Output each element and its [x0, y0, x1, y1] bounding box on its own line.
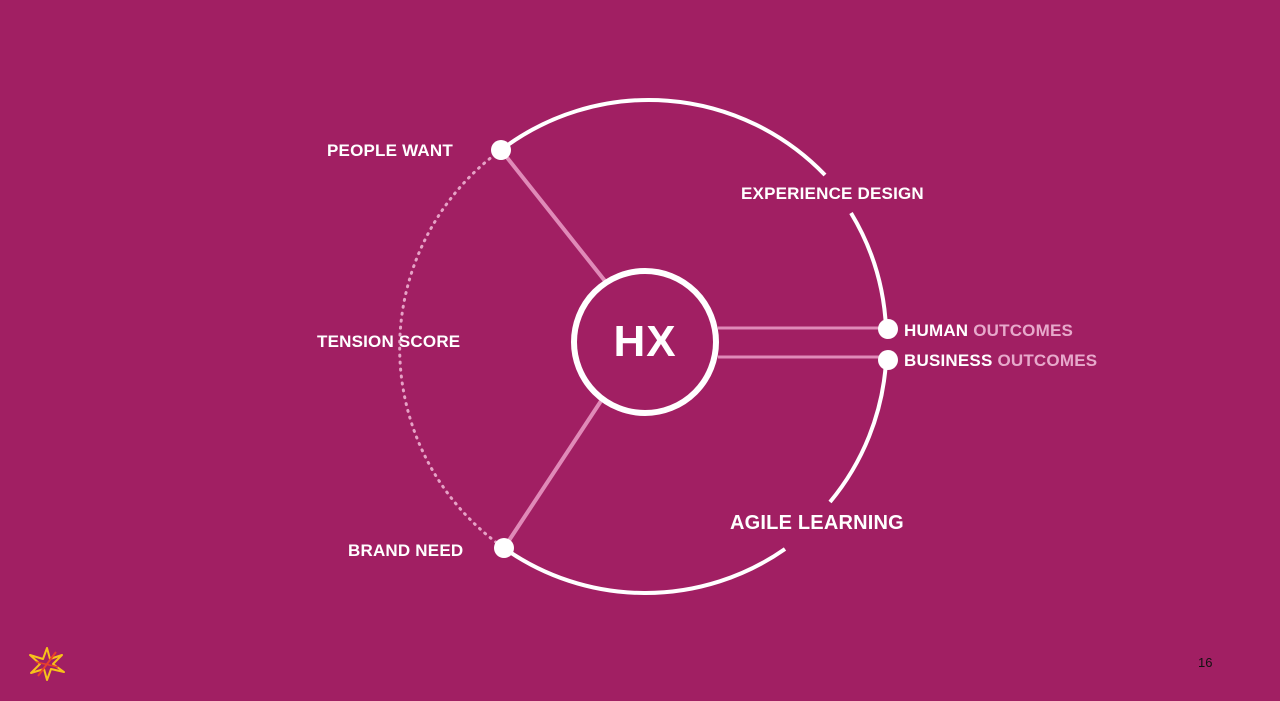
label-agile-learning: AGILE LEARNING	[730, 512, 904, 534]
label-people-want: PEOPLE WANT	[327, 141, 453, 160]
outer-arc	[828, 361, 888, 504]
spoke-people-want	[499, 148, 607, 283]
page-number: 16	[1198, 655, 1213, 670]
node-brand-need	[494, 538, 514, 558]
center-label: HX	[613, 317, 677, 366]
label-tension-score: TENSION SCORE	[317, 332, 461, 351]
label-business-outcomes: BUSINESS OUTCOMES	[904, 351, 1097, 371]
node-business-outcomes	[878, 350, 898, 370]
spark-burst-icon	[29, 647, 65, 681]
outcome-lead: BUSINESS	[904, 351, 993, 370]
dotted-arc	[398, 148, 506, 550]
outcome-tail: OUTCOMES	[973, 321, 1074, 340]
label-experience-design: EXPERIENCE DESIGN	[741, 184, 924, 203]
outcome-lead: HUMAN	[904, 321, 969, 340]
node-people-want	[491, 140, 511, 160]
node-human-outcomes	[878, 319, 898, 339]
label-human-outcomes: HUMAN OUTCOMES	[904, 321, 1073, 341]
outer-arc	[499, 98, 827, 177]
spoke-brand-need	[502, 399, 603, 550]
outer-arc	[502, 546, 787, 596]
outer-arc	[849, 211, 888, 329]
outcome-tail: OUTCOMES	[997, 351, 1098, 370]
center-ring	[571, 268, 719, 416]
label-brand-need: BRAND NEED	[348, 541, 464, 560]
